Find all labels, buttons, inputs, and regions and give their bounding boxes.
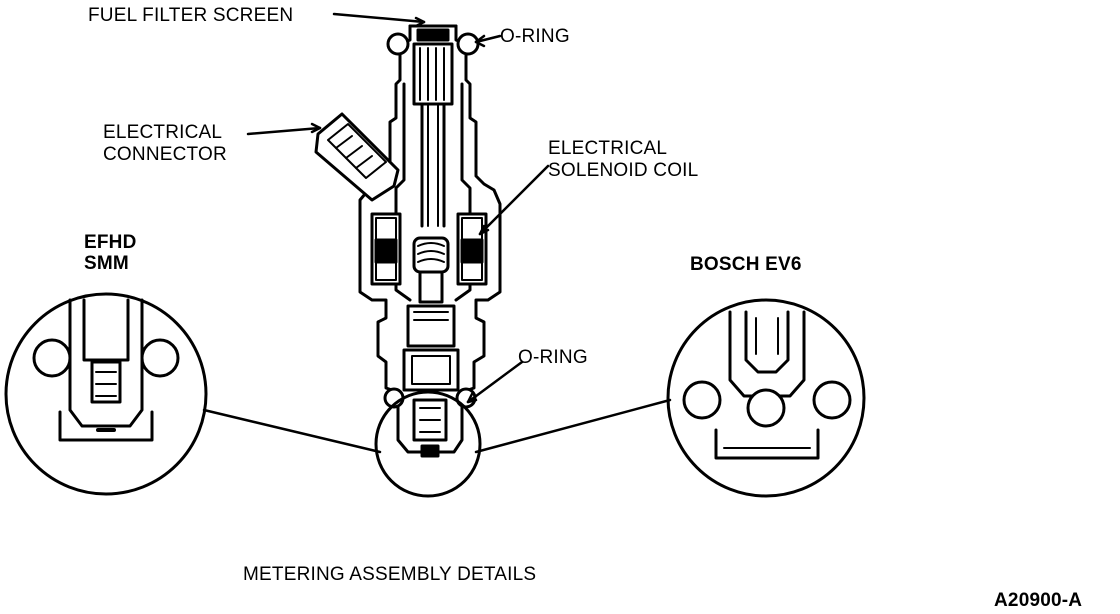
figure-id: A20900-A — [994, 590, 1083, 611]
electrical-connector-label-line1: ELECTRICAL — [103, 122, 223, 143]
nozzle-detail-circle — [374, 390, 482, 498]
electrical-connector-shape — [314, 112, 400, 202]
leader-lines — [202, 12, 672, 454]
bosch-ev6-detail — [666, 298, 866, 498]
bosch-ev6-label: BOSCH EV6 — [690, 254, 802, 275]
solenoid-coil-label-line1: ELECTRICAL — [548, 138, 668, 159]
diagram-caption: METERING ASSEMBLY DETAILS — [243, 564, 537, 585]
bottom-o-ring-label: O-RING — [518, 347, 588, 368]
smm-label: SMM — [84, 253, 129, 274]
injector-body — [358, 24, 502, 458]
electrical-connector-label-line2: CONNECTOR — [103, 144, 227, 165]
efhd-smm-detail — [4, 292, 208, 496]
fuel-filter-screen-label: FUEL FILTER SCREEN — [88, 5, 294, 26]
top-o-ring-label: O-RING — [500, 26, 570, 47]
efhd-label: EFHD — [84, 232, 137, 253]
solenoid-coil-label-line2: SOLENOID COIL — [548, 160, 699, 181]
